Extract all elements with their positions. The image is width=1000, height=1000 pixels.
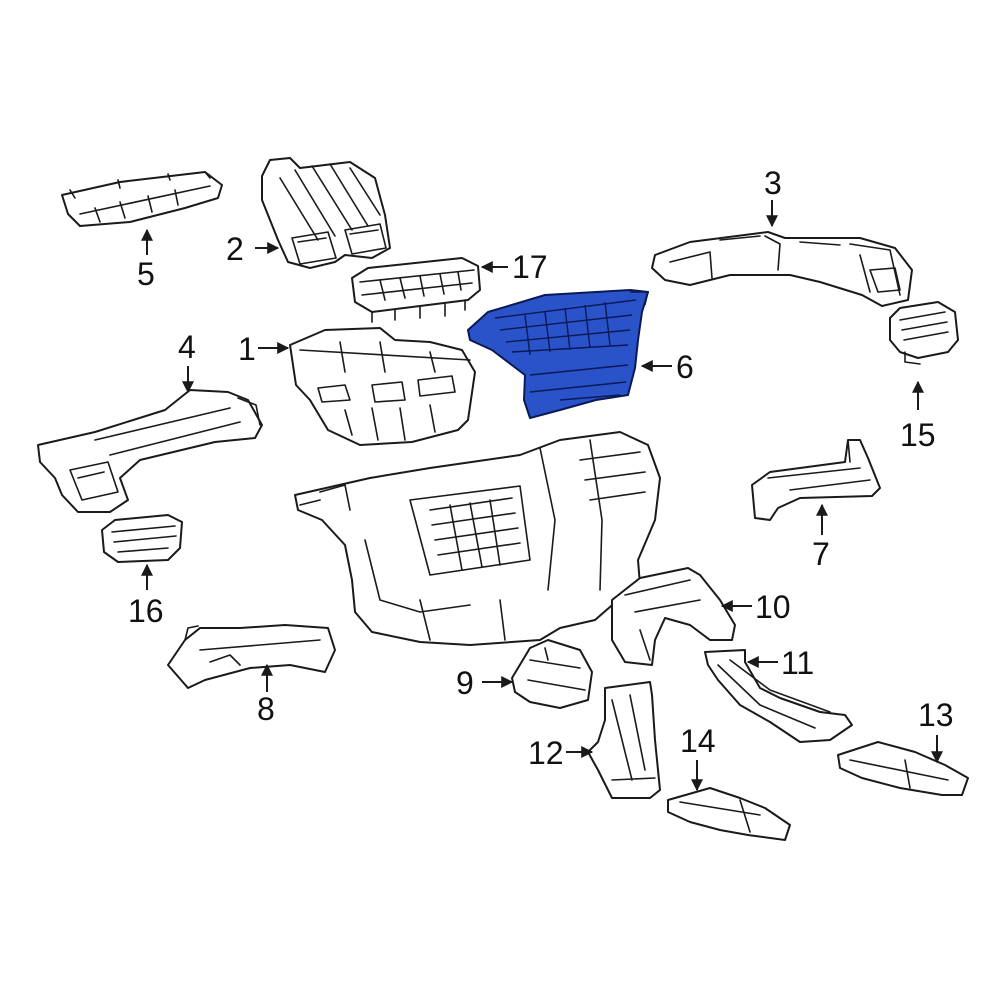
callout-7: 7 [812,536,830,572]
part-2-vent-duct[interactable] [261,157,391,269]
callout-14: 14 [680,723,716,759]
part-17-door-housing[interactable] [351,257,481,323]
callout-labels: 1 2 3 4 5 6 7 8 9 10 11 12 13 14 15 16 1… [128,165,954,771]
callout-3: 3 [764,165,782,201]
callout-9: 9 [456,665,474,701]
main-hvac-unit [294,431,661,646]
callout-6: 6 [676,349,694,385]
part-11-floor-duct[interactable] [704,649,853,743]
part-4-left-duct[interactable] [37,389,263,513]
part-14-floor-duct-lower[interactable] [667,787,791,841]
callout-15: 15 [900,417,936,453]
callout-8: 8 [257,691,275,727]
callout-12: 12 [528,735,564,771]
part-10-floor-duct[interactable] [611,567,736,666]
part-16-vent-louver[interactable] [101,514,183,563]
callout-10: 10 [755,589,791,625]
part-13-rear-floor-duct[interactable] [837,741,969,796]
part-9-bracket[interactable] [511,639,593,709]
callout-17: 17 [512,249,548,285]
part-15-side-vent[interactable] [889,301,959,365]
part-12-vertical-duct[interactable] [587,681,661,799]
part-1-upper-case[interactable] [289,327,476,446]
callout-11: 11 [781,645,814,681]
leader-arrows [141,200,943,792]
part-3-center-duct[interactable] [651,231,913,307]
callout-1: 1 [238,331,256,367]
part-7-right-duct[interactable] [751,439,881,521]
part-8-lower-left-duct[interactable] [167,624,336,689]
callout-5: 5 [137,256,155,292]
callout-13: 13 [918,697,954,733]
part-5-defroster-duct[interactable] [61,171,223,227]
part-6-highlighted-assembly[interactable] [467,289,649,419]
callout-2: 2 [226,231,244,267]
callout-4: 4 [178,329,196,365]
callout-16: 16 [128,593,164,629]
